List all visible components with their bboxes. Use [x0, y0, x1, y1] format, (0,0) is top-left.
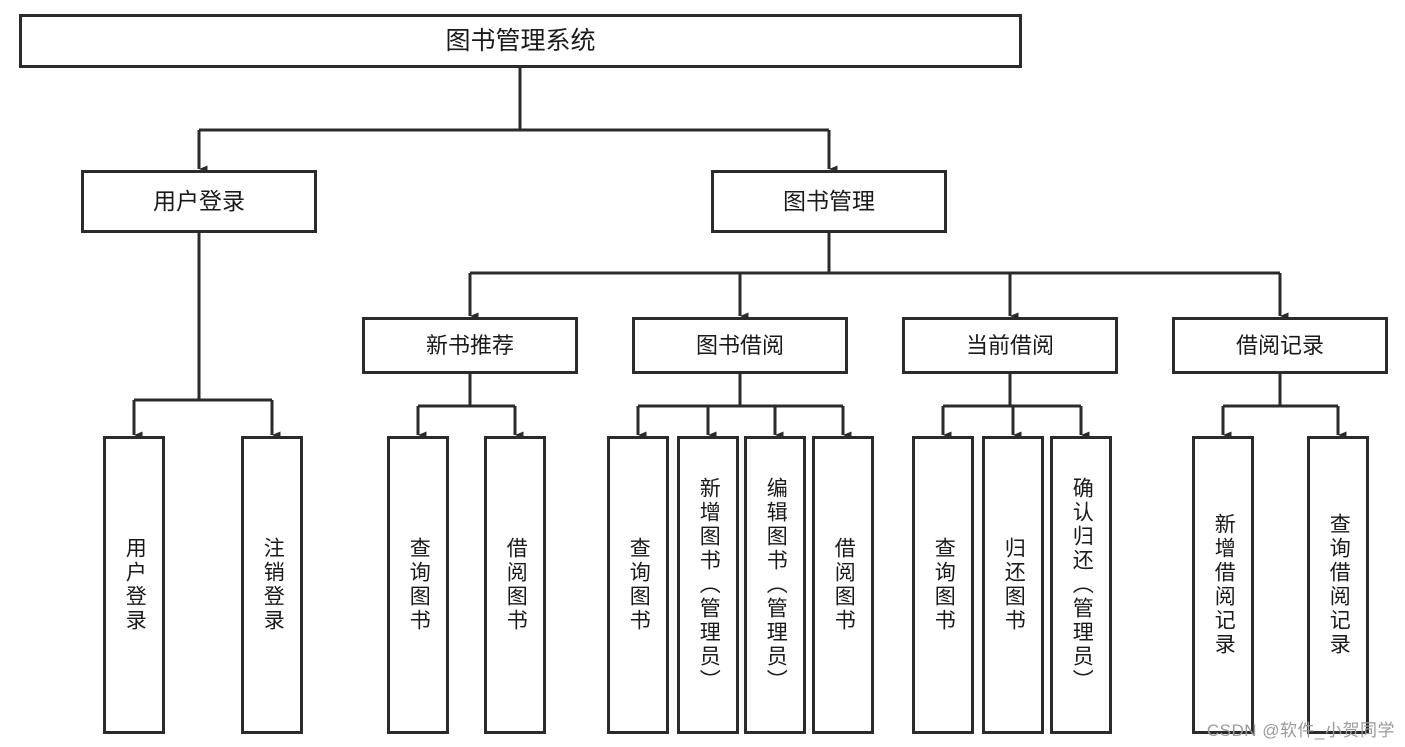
- node-n-records[interactable]: 借阅记录: [1172, 317, 1388, 374]
- node-label: 新增图书（管理员）: [697, 477, 721, 693]
- node-label: 归还图书: [1002, 537, 1026, 633]
- node-l-logout[interactable]: 注销登录: [241, 436, 303, 734]
- node-label: 新增借阅记录: [1212, 513, 1236, 657]
- node-label: 图书管理系统: [445, 26, 596, 55]
- node-label: 用户登录: [123, 537, 147, 633]
- node-label: 注销登录: [261, 537, 285, 633]
- node-l-bo-borrow[interactable]: 借阅图书: [812, 436, 874, 734]
- watermark-label: CSDN @软件_小贺同学: [1206, 721, 1395, 740]
- node-l-cu-confirm[interactable]: 确认归还（管理员）: [1050, 436, 1112, 734]
- node-n-current[interactable]: 当前借阅: [902, 317, 1118, 374]
- node-n-bookmgmt[interactable]: 图书管理: [711, 170, 947, 233]
- node-label: 确认归还（管理员）: [1070, 477, 1094, 693]
- node-label: 编辑图书（管理员）: [764, 477, 788, 693]
- node-label: 借阅记录: [1235, 332, 1324, 358]
- node-label: 当前借阅: [965, 332, 1054, 358]
- node-label: 查询借阅记录: [1327, 513, 1351, 657]
- node-label: 查询图书: [407, 537, 431, 633]
- node-label: 借阅图书: [832, 537, 856, 633]
- node-l-bo-edit[interactable]: 编辑图书（管理员）: [744, 436, 806, 734]
- node-label: 用户登录: [153, 188, 245, 215]
- node-l-re-add[interactable]: 新增借阅记录: [1192, 436, 1254, 734]
- node-l-bo-query[interactable]: 查询图书: [607, 436, 669, 734]
- node-n-borrow[interactable]: 图书借阅: [632, 317, 848, 374]
- node-l-cu-return[interactable]: 归还图书: [982, 436, 1044, 734]
- node-n-newbook[interactable]: 新书推荐: [362, 317, 578, 374]
- node-label: 新书推荐: [425, 332, 514, 358]
- node-l-cu-query[interactable]: 查询图书: [912, 436, 974, 734]
- node-l-bo-add[interactable]: 新增图书（管理员）: [677, 436, 739, 734]
- node-label: 查询图书: [932, 537, 956, 633]
- node-l-nb-borrow[interactable]: 借阅图书: [484, 436, 546, 734]
- node-root[interactable]: 图书管理系统: [19, 14, 1022, 68]
- node-l-userlogin[interactable]: 用户登录: [103, 436, 165, 734]
- node-label: 查询图书: [627, 537, 651, 633]
- node-l-nb-query[interactable]: 查询图书: [387, 436, 449, 734]
- node-label: 图书管理: [783, 188, 875, 215]
- node-n-login[interactable]: 用户登录: [81, 170, 317, 233]
- node-label: 借阅图书: [504, 537, 528, 633]
- node-l-re-query[interactable]: 查询借阅记录: [1307, 436, 1369, 734]
- node-label: 图书借阅: [695, 332, 784, 358]
